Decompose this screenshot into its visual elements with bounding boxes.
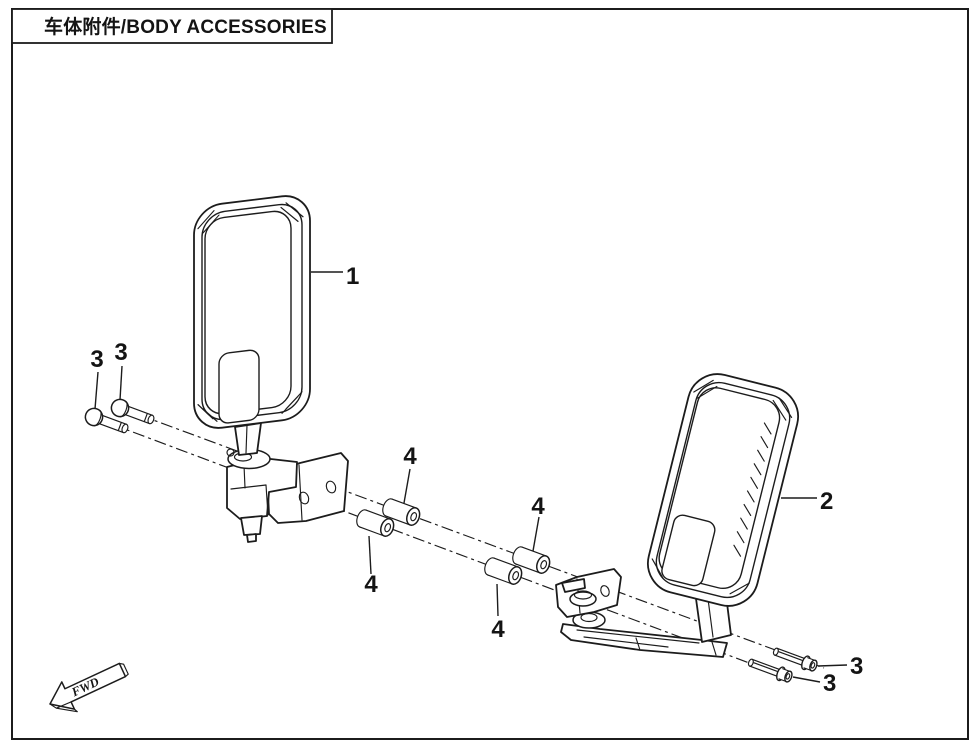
callout-2-label: 2 (820, 488, 833, 515)
callout-3-left-upper: 3 (114, 339, 128, 401)
left-mirror (193, 195, 311, 429)
callout-4-left-upper: 4 (403, 443, 417, 504)
page-border (11, 8, 969, 740)
callout-3-left-lower: 3 (90, 346, 104, 410)
callout-2: 2 (781, 488, 833, 515)
callout-1-label: 1 (346, 263, 359, 290)
callout-4-label: 4 (364, 571, 378, 598)
right-mirror-corner-tab (661, 514, 716, 587)
callout-4-left-lower: 4 (364, 535, 378, 598)
right-mirror-corner-chamfers (651, 379, 793, 595)
right-mirror (647, 373, 799, 607)
callout-4-right-lower: 4 (491, 583, 505, 643)
callout-3-label: 3 (823, 670, 836, 697)
left-mirror-mount (226, 422, 349, 543)
callout-3-right-lower: 3 (792, 670, 836, 697)
left-mirror-corner-chamfers (197, 202, 304, 422)
right-mirror-rim-hatching (733, 422, 772, 557)
title-block: 车体附件/BODY ACCESSORIES (11, 8, 333, 44)
title-box (11, 8, 333, 44)
callout-4-label: 4 (403, 443, 417, 470)
callout-3-label: 3 (114, 339, 127, 366)
callout-3-label: 3 (850, 653, 863, 680)
page-title: 车体附件/BODY ACCESSORIES (44, 15, 327, 38)
callout-4-label: 4 (531, 493, 545, 520)
callout-3-label: 3 (90, 346, 103, 373)
callout-3-right-upper: 3 (817, 653, 863, 680)
callout-4-right-upper: 4 (531, 493, 545, 552)
left-mirror-corner-tab (218, 349, 260, 424)
callout-4-label: 4 (491, 616, 505, 643)
callout-1: 1 (311, 263, 359, 290)
